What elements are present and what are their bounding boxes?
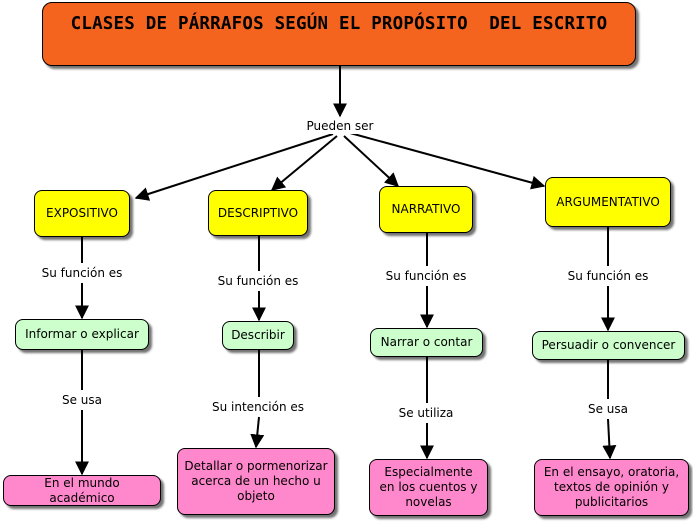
node-ensayo-oratoria-label: En el ensayo, oratoria, textos de opinió… xyxy=(543,465,680,509)
diagram-title-text: CLASES DE PÁRRAFOS SEGÚN EL PROPÓSITO DE… xyxy=(70,14,608,34)
node-describir-label: Describir xyxy=(231,328,285,342)
link-label-funcion-4: Su función es xyxy=(565,268,651,284)
node-detallar: Detallar o pormenorizar acerca de un hec… xyxy=(177,448,335,515)
node-describir: Describir xyxy=(222,321,294,350)
link-label-pueden-ser: Pueden ser xyxy=(304,118,376,134)
node-expositivo: EXPOSITIVO xyxy=(34,190,130,237)
node-narrar-label: Narrar o contar xyxy=(380,335,473,349)
node-ensayo-oratoria: En el ensayo, oratoria, textos de opinió… xyxy=(534,459,689,516)
link-label-funcion-3: Su función es xyxy=(383,268,469,284)
link-label-funcion-1: Su función es xyxy=(39,265,125,281)
node-informar: Informar o explicar xyxy=(15,319,149,350)
diagram-title: CLASES DE PÁRRAFOS SEGÚN EL PROPÓSITO DE… xyxy=(42,2,636,66)
node-persuadir: Persuadir o convencer xyxy=(532,331,685,360)
node-detallar-label: Detallar o pormenorizar acerca de un hec… xyxy=(184,459,328,503)
node-descriptivo-label: DESCRIPTIVO xyxy=(217,205,299,220)
link-label-se-utiliza-3: Se utiliza xyxy=(396,405,456,421)
node-cuentos-novelas-label: Especialmente en los cuentos y novelas xyxy=(379,465,478,509)
link-label-se-usa-4: Se usa xyxy=(585,401,631,417)
node-informar-label: Informar o explicar xyxy=(25,327,139,341)
node-argumentativo-label: ARGUMENTATIVO xyxy=(556,194,660,209)
node-cuentos-novelas: Especialmente en los cuentos y novelas xyxy=(369,459,488,516)
node-argumentativo: ARGUMENTATIVO xyxy=(545,177,671,227)
link-label-funcion-2: Su función es xyxy=(215,273,301,289)
node-descriptivo: DESCRIPTIVO xyxy=(208,190,308,236)
node-mundo-academico-label: En el mundo académico xyxy=(44,475,120,505)
link-label-intencion-2: Su intención es xyxy=(210,399,306,415)
node-narrar: Narrar o contar xyxy=(370,328,483,357)
node-expositivo-label: EXPOSITIVO xyxy=(46,206,118,220)
node-mundo-academico: En el mundo académico xyxy=(3,475,161,506)
link-label-se-usa-1: Se usa xyxy=(59,392,105,408)
node-narrativo: NARRATIVO xyxy=(379,186,473,233)
node-narrativo-label: NARRATIVO xyxy=(391,202,461,216)
node-persuadir-label: Persuadir o convencer xyxy=(541,338,676,352)
